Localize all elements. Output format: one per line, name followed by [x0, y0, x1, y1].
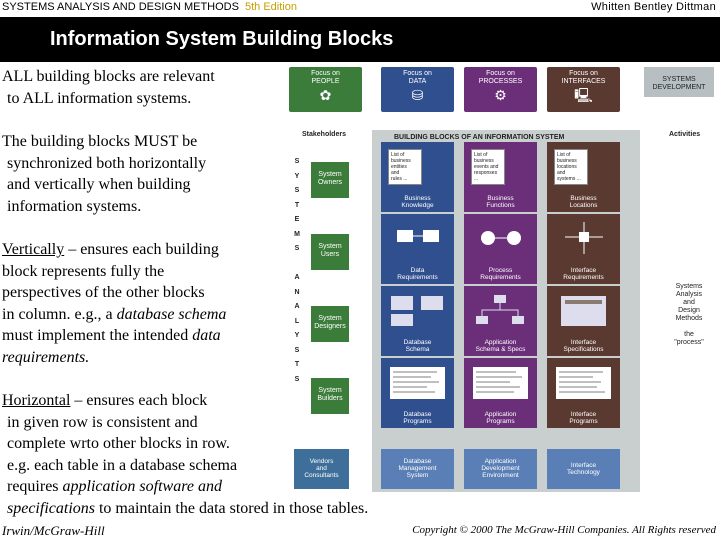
- code-listing-icon: [390, 367, 445, 399]
- interface-technology-block: Interface Technology: [547, 449, 620, 489]
- block-interface-programs: Interface Programs: [547, 358, 620, 428]
- gears-icon: ⚙: [494, 87, 507, 103]
- block-interface-specifications: Interface Specifications: [547, 286, 620, 356]
- schema-tables-icon: [391, 296, 443, 326]
- copyright-label: Copyright © 2000 The McGraw-Hill Compani…: [412, 524, 716, 536]
- focus-processes: Focus on PROCESSES ⚙: [464, 67, 537, 112]
- publisher-label: Irwin/McGraw-Hill: [2, 523, 105, 538]
- slide-title: Information System Building Blocks: [50, 28, 394, 50]
- process-diagram-icon: [481, 231, 521, 245]
- people-icon: ✿: [319, 87, 332, 103]
- title-bar: Information System Building Blocks: [0, 17, 720, 62]
- row-system-designers: System Designers: [311, 306, 349, 342]
- focus-data: Focus on DATA ⛁: [381, 67, 454, 112]
- row-system-owners: System Owners: [311, 162, 349, 198]
- paragraph-all-blocks: ALL building blocks are relevant to ALL …: [2, 68, 215, 107]
- block-business-locations: List of business locations and systems .…: [547, 142, 620, 212]
- code-listing-icon: [556, 367, 611, 399]
- row-system-users: System Users: [311, 234, 349, 270]
- building-blocks-header: BUILDING BLOCKS OF AN INFORMATION SYSTEM: [394, 134, 565, 141]
- stakeholders-header: Stakeholders: [302, 131, 346, 138]
- edition-label: 5th Edition: [244, 1, 297, 13]
- row-system-builders: System Builders: [311, 378, 349, 414]
- dbms-block: Database Management System: [381, 449, 454, 489]
- block-database-schema: Database Schema: [381, 286, 454, 356]
- network-diagram-icon: [565, 222, 603, 254]
- vendors-consultants-label: Vendors and Consultants: [294, 449, 349, 489]
- entity-diagram-icon: [397, 230, 439, 242]
- block-database-programs: Database Programs: [381, 358, 454, 428]
- activities-methods-label: Systems Analysis and Design Methods the …: [674, 283, 704, 346]
- block-data-requirements: Data Requirements: [381, 214, 454, 284]
- block-application-schema: Application Schema & Specs: [464, 286, 537, 356]
- paragraph-vertically: Vertically – ensures each building block…: [2, 241, 227, 366]
- block-process-requirements: Process Requirements: [464, 214, 537, 284]
- focus-people: Focus on PEOPLE ✿: [289, 67, 362, 112]
- computer-icon: 🖳: [574, 87, 593, 103]
- systems-development-label: SYSTEMS DEVELOPMENT: [644, 67, 714, 97]
- paragraph-horizontal: Horizontal – ensures each block in given…: [2, 392, 369, 517]
- app-dev-environment-block: Application Development Environment: [464, 449, 537, 489]
- activities-header: Activities: [669, 131, 701, 138]
- database-icon: ⛁: [411, 87, 424, 103]
- screen-layout-icon: [561, 296, 606, 326]
- focus-interfaces: Focus on INTERFACES 🖳: [547, 67, 620, 112]
- block-business-functions: List of business events and responses ..…: [464, 142, 537, 212]
- block-application-programs: Application Programs: [464, 358, 537, 428]
- block-interface-requirements: Interface Requirements: [547, 214, 620, 284]
- authors-label: Whitten Bentley Dittman: [591, 1, 716, 13]
- code-listing-icon: [473, 367, 528, 399]
- paragraph-synchronized: The building blocks MUST be synchronized…: [2, 133, 207, 215]
- building-blocks-figure: Focus on PEOPLE ✿ Focus on DATA ⛁ Focus …: [284, 62, 720, 492]
- block-business-knowledge: List of business entities and rules ... …: [381, 142, 454, 212]
- structure-chart-icon: [476, 295, 524, 324]
